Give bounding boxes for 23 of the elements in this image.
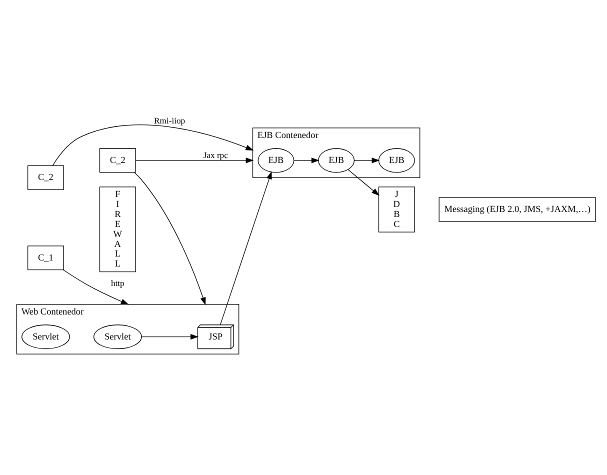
edge-label: Jax rpc: [203, 150, 228, 160]
node-box: F I R E W A L L: [99, 186, 136, 272]
edge-label: Rmi-iiop: [154, 115, 186, 126]
node-ellipse: Servlet: [93, 324, 142, 349]
edge-label: http: [110, 278, 124, 288]
arrow: [52, 124, 254, 166]
arrow: [134, 172, 206, 305]
arrow: [62, 269, 129, 304]
arrow: [141, 334, 198, 340]
arrow: [294, 157, 320, 163]
arrow: [348, 168, 380, 196]
arrow: [354, 157, 380, 163]
arrow: [135, 157, 254, 163]
node-box: Messaging (EJB 2.0, JMS, +JAXM,…): [438, 196, 596, 222]
arrow: [220, 170, 272, 325]
node-box: J D B C: [378, 186, 415, 232]
node-ellipse: EJB: [378, 148, 415, 172]
node-ellipse: EJB: [318, 148, 355, 172]
node-ellipse: Servlet: [22, 324, 70, 349]
node-box: C_2: [99, 148, 136, 172]
node-box: C_1: [27, 245, 64, 270]
node-box: C_2: [27, 164, 64, 190]
node-ellipse: EJB: [258, 148, 294, 172]
